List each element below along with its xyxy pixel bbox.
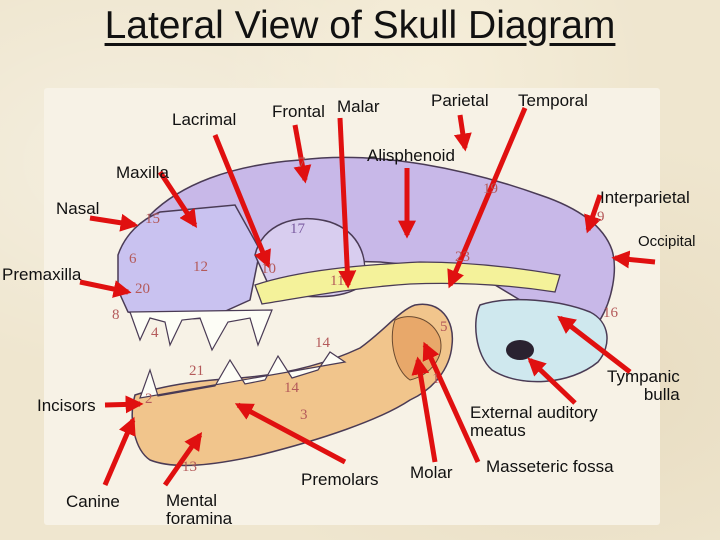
- ref-number-7: 7: [298, 155, 306, 171]
- ref-number-13: 13: [182, 459, 197, 475]
- ref-number-16: 16: [603, 305, 618, 321]
- upper-teeth-shape: [129, 309, 273, 352]
- incisors-arrow: [104, 395, 144, 414]
- maxilla-arrow: [157, 170, 198, 229]
- ref-number-6: 6: [129, 251, 137, 267]
- label-premaxilla: Premaxilla: [2, 265, 82, 284]
- ref-number-14-upper: 14: [315, 335, 330, 351]
- tympanic-bulla-arrow: [557, 315, 632, 374]
- malar-arrow: [337, 117, 357, 289]
- ref-number-10: 10: [261, 261, 276, 277]
- label-maxilla: Maxilla: [116, 163, 169, 182]
- label-interparietal: Interparietal: [600, 188, 690, 207]
- zygomatic-arch-shape: [254, 261, 561, 305]
- ref-number-14-lower: 14: [284, 380, 299, 396]
- canine-arrow: [102, 416, 136, 486]
- auditory-meatus-shape: [506, 340, 534, 360]
- label-parietal: Parietal: [431, 91, 489, 110]
- premolars-arrow: [234, 402, 347, 465]
- label-mental-foramina: Mental foramina: [166, 491, 233, 528]
- ref-number-11: 11: [330, 273, 345, 289]
- ref-number-3: 3: [300, 407, 308, 423]
- label-malar: Malar: [337, 97, 380, 116]
- premaxilla-arrow: [79, 279, 132, 298]
- lower-teeth-shape: [139, 351, 347, 399]
- masseteric-fossa-arrow: [422, 341, 481, 464]
- ref-number-5: 5: [440, 319, 448, 335]
- label-temporal: Temporal: [518, 91, 588, 110]
- ref-number-9: 9: [597, 209, 605, 225]
- ref-number-4: 4: [151, 325, 159, 341]
- ref-number-19: 19: [483, 181, 498, 197]
- label-canine: Canine: [66, 492, 120, 511]
- ref-number-8: 8: [112, 307, 120, 323]
- label-premolars: Premolars: [301, 470, 379, 489]
- parietal-arrow: [453, 114, 472, 152]
- ref-number-1: 1: [432, 371, 440, 387]
- label-nasal: Nasal: [56, 199, 100, 218]
- external-auditory-meatus-arrow: [527, 357, 577, 405]
- temporal-arrow: [447, 107, 528, 289]
- mental-foramina-arrow: [162, 432, 203, 487]
- ref-number-12: 12: [193, 259, 208, 275]
- label-masseteric-fossa: Masseteric fossa: [486, 457, 614, 476]
- nasal-arrow: [89, 213, 139, 232]
- page-title: Lateral View of Skull Diagram: [104, 4, 616, 47]
- ref-number-15: 15: [145, 211, 160, 227]
- label-occipital: Occipital: [638, 233, 696, 250]
- ref-number-17: 17: [290, 221, 305, 237]
- ref-number-2: 2: [145, 391, 153, 407]
- label-incisors: Incisors: [37, 396, 96, 415]
- lacrimal-arrow: [212, 134, 271, 269]
- label-molar: Molar: [410, 463, 453, 482]
- label-alisphenoid: Alisphenoid: [367, 146, 455, 165]
- ref-number-23: 23: [455, 249, 470, 265]
- maxilla-shape: [117, 204, 261, 321]
- interparietal-arrow: [584, 194, 603, 234]
- molar-arrow: [411, 356, 438, 463]
- frontal-arrow: [292, 124, 312, 184]
- label-tympanic-bulla: Tympanic bulla: [607, 367, 680, 404]
- label-lacrimal: Lacrimal: [172, 110, 237, 129]
- label-frontal: Frontal: [272, 102, 325, 121]
- label-external-auditory-meatus: External auditory meatus: [470, 403, 598, 440]
- ref-number-20: 20: [135, 281, 150, 297]
- occipital-arrow: [611, 250, 656, 269]
- ref-number-21: 21: [189, 363, 204, 379]
